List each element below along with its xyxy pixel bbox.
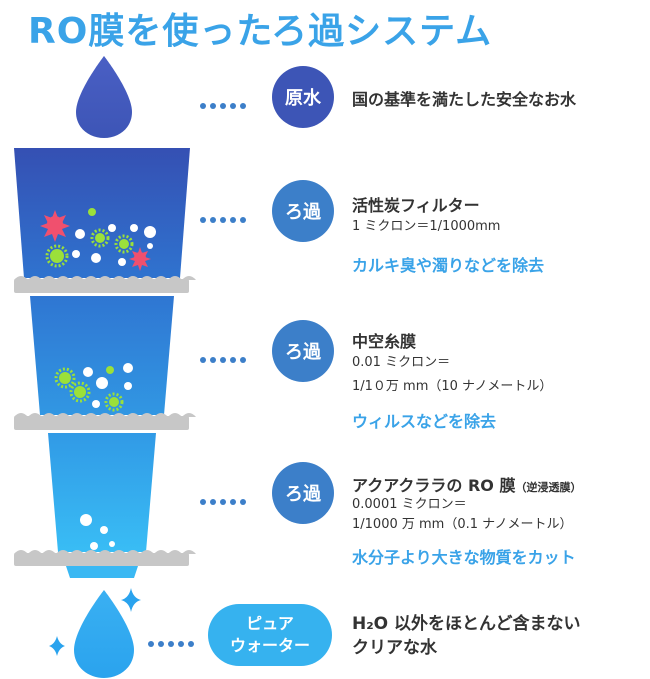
stage-heading: アクアクララの RO 膜（逆浸透膜） [352, 472, 581, 496]
stage-heading: 活性炭フィルター [352, 196, 480, 215]
stage-heading-main: アクアクララの RO 膜 [352, 476, 516, 495]
stage-spec: 1 ミクロン＝1/1000mm [352, 219, 501, 234]
connector-dots [200, 490, 250, 505]
stage-badge-raw-water: 原水 [272, 66, 334, 128]
stage-spec: 0.01 ミクロン＝ [352, 355, 451, 370]
filter-plate-1 [14, 276, 196, 293]
pure-water-label-line1: ピュア [246, 614, 294, 633]
stage-heading: 中空糸膜 [352, 332, 417, 351]
connector-dots [200, 94, 250, 109]
stage-highlight: カルキ臭や濁りなどを除去 [352, 256, 545, 275]
particles-stage-3 [80, 514, 115, 550]
stage-badge-filtration: ろ過 [272, 462, 334, 524]
stage-heading: H₂O 以外をほとんど含まない [352, 614, 581, 634]
particles-stage-1 [40, 208, 156, 271]
pure-water-label-line2: ウォーター [229, 636, 310, 655]
water-drop-icon [74, 590, 134, 678]
sparkle-icon [49, 636, 65, 656]
stage-heading: 国の基準を満たした安全なお水 [352, 90, 577, 109]
stage-spec: 0.0001 ミクロン＝ [352, 497, 467, 512]
connector-dots [200, 348, 250, 363]
stage-badge-pure-water: ピュア ウォーター [208, 604, 332, 666]
stage-highlight: ウィルスなどを除去 [352, 412, 497, 431]
stage-spec: 1/1000 万 mm（0.1 ナノメートル） [352, 517, 573, 532]
particles-stage-2 [54, 363, 133, 412]
water-drop-icon [76, 56, 132, 138]
filter-plate-3 [14, 550, 196, 566]
funnel-section-hollow-fiber [30, 296, 174, 415]
connector-dots [200, 208, 250, 223]
stage-heading: クリアな水 [352, 638, 437, 658]
connector-dots [148, 632, 198, 647]
sparkle-icon [121, 588, 141, 612]
stage-highlight: 水分子より大きな物質をカット [352, 548, 576, 567]
funnel-section-activated-carbon [14, 148, 190, 278]
page-title: RO膜を使ったろ過システム [28, 11, 493, 52]
stage-heading-note: （逆浸透膜） [515, 481, 582, 494]
funnel-section-ro-membrane [48, 433, 156, 552]
stage-spec: 1/1０万 mm（10 ナノメートル） [352, 379, 553, 394]
stage-badge-filtration: ろ過 [272, 320, 334, 382]
funnel-outlet [66, 566, 138, 578]
stage-badge-filtration: ろ過 [272, 180, 334, 242]
filter-plate-2 [14, 413, 196, 430]
